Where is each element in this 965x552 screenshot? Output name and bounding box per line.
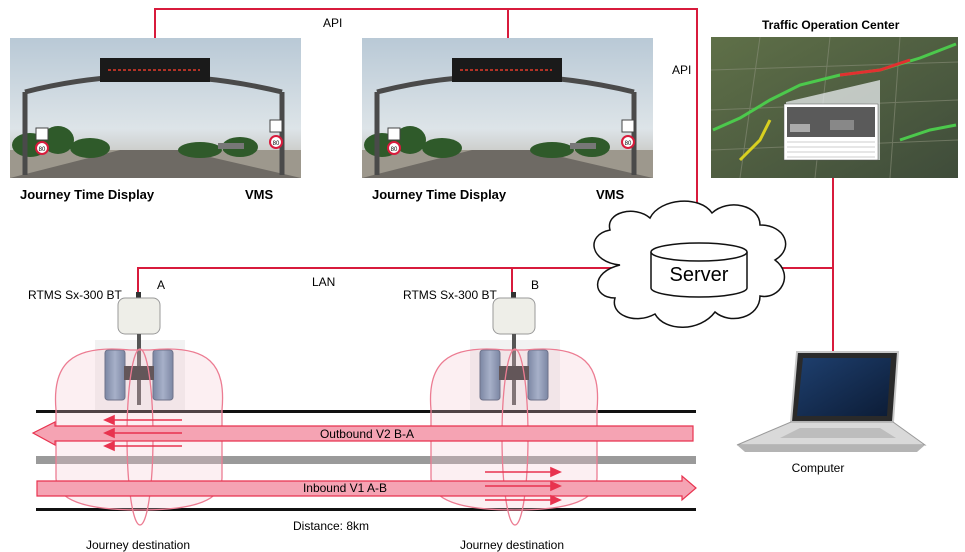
sensor-b [470, 292, 560, 410]
toc-title: Traffic Operation Center [762, 18, 900, 32]
outbound-label: Outbound V2 B-A [320, 427, 414, 441]
server-cloud [593, 200, 787, 328]
lan-label: LAN [312, 275, 335, 289]
distance-label: Distance: 8km [293, 519, 369, 533]
inbound-label: Inbound V1 A-B [303, 481, 387, 495]
sign1-caption: Journey Time Display [20, 187, 155, 202]
toc-map-screenshot [710, 36, 959, 179]
vehicle-arrows-a [103, 414, 182, 452]
vehicle-arrows-b [485, 466, 562, 506]
sign-photo-2: 80 80 [362, 38, 653, 178]
api-side-label: API [672, 63, 691, 77]
dest-a-label: Journey destination [86, 538, 190, 552]
server-label: Server [670, 264, 729, 286]
api-top-label: API [323, 16, 342, 30]
road [36, 410, 696, 511]
dest-b-label: Journey destination [460, 538, 564, 552]
sensor-a-model: RTMS Sx-300 BT [28, 288, 122, 302]
vms-speed-2: 80 [273, 141, 280, 147]
laptop-icon [736, 351, 927, 452]
sensor-b-id: B [531, 278, 539, 292]
server-icon [650, 242, 748, 298]
sign2-caption: Journey Time Display [372, 187, 507, 202]
inbound-arrow [36, 474, 697, 502]
sensor-a-id: A [157, 278, 165, 292]
sign-photo-1: 80 80 [10, 38, 301, 178]
sensor-a [95, 292, 185, 410]
sensor-b-model: RTMS Sx-300 BT [403, 288, 497, 302]
vms-speed-3: 80 [391, 147, 398, 153]
sign2-vms-label: VMS [596, 187, 625, 202]
api-links [154, 8, 698, 210]
sign1-vms-label: VMS [245, 187, 274, 202]
outbound-arrow [31, 421, 694, 447]
vms-speed-4: 80 [625, 141, 632, 147]
computer-label: Computer [792, 461, 845, 475]
vms-speed-1: 80 [39, 147, 46, 153]
